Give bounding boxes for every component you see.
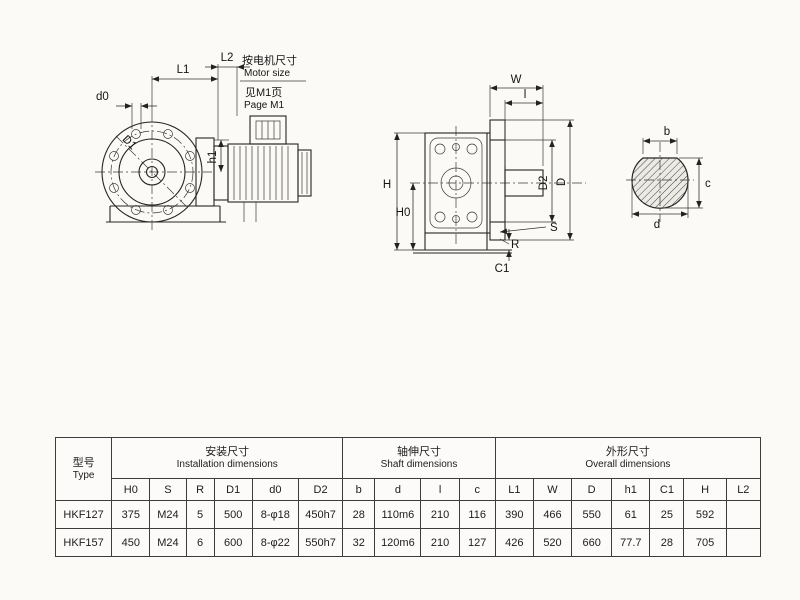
table-cell bbox=[725, 528, 762, 557]
table-cell: 127 bbox=[458, 528, 496, 557]
table-row: HKF157 450 M24 6 600 8-φ22 550h7 32 120m… bbox=[54, 528, 762, 557]
table-cell: 426 bbox=[494, 528, 534, 557]
table-cell: 28 bbox=[342, 500, 376, 529]
table-cell: 77.7 bbox=[611, 528, 651, 557]
table-cell: 116 bbox=[458, 500, 496, 529]
group-installation-en: Installation dimensions bbox=[176, 459, 278, 470]
table-cell: 8-φ18 bbox=[251, 500, 299, 529]
dim-label-h1: h1 bbox=[207, 151, 219, 164]
motor-size-note-cn: 按电机尺寸 bbox=[242, 53, 297, 67]
col-header-c: c bbox=[458, 478, 496, 501]
motor-fins bbox=[233, 146, 289, 200]
group-shaft-cn: 轴伸尺寸 bbox=[396, 446, 441, 458]
col-header-h1: h1 bbox=[611, 478, 651, 501]
table-cell: 450h7 bbox=[297, 500, 344, 529]
side-view-dimensions: d0 L1 L2 按电机尺寸 Motor size 见M1页 Page M1 h… bbox=[96, 52, 306, 172]
group-header-shaft: 轴伸尺寸 Shaft dimensions bbox=[342, 437, 496, 479]
col-header-d0: d0 bbox=[251, 478, 299, 501]
motor-size-note-en: Motor size bbox=[244, 68, 291, 79]
col-header-C1: C1 bbox=[649, 478, 685, 501]
col-header-D: D bbox=[571, 478, 613, 501]
table-cell: 28 bbox=[649, 528, 685, 557]
table-cell: 592 bbox=[683, 500, 727, 529]
dim-label-c: c bbox=[705, 178, 711, 190]
table-cell: 705 bbox=[683, 528, 727, 557]
group-installation-cn: 安装尺寸 bbox=[205, 446, 250, 458]
dim-label-W: W bbox=[511, 74, 522, 86]
table-cell: 25 bbox=[649, 500, 685, 529]
dim-label-l: l bbox=[524, 89, 527, 101]
col-header-S: S bbox=[149, 478, 187, 501]
dim-label-L2: L2 bbox=[221, 52, 234, 64]
type-cell: HKF127 bbox=[54, 500, 113, 529]
dim-label-L1: L1 bbox=[177, 64, 190, 76]
table-cell: 6 bbox=[185, 528, 215, 557]
type-cell: HKF157 bbox=[54, 528, 113, 557]
col-header-L2: L2 bbox=[725, 478, 762, 501]
table-cell bbox=[725, 500, 762, 529]
front-view-dimensions: W l H H0 D2 D S R C1 bbox=[383, 74, 574, 275]
col-header-L1: L1 bbox=[494, 478, 534, 501]
dim-label-D: D bbox=[556, 178, 568, 186]
table-cell: M24 bbox=[149, 500, 187, 529]
front-view-drawing bbox=[410, 119, 586, 254]
table-cell: 210 bbox=[420, 528, 460, 557]
dim-label-d0: d0 bbox=[96, 91, 109, 103]
table-cell: 210 bbox=[420, 500, 460, 529]
table-cell: 8-φ22 bbox=[251, 528, 299, 557]
table-cell: 375 bbox=[111, 500, 151, 529]
group-overall-en: Overall dimensions bbox=[585, 459, 671, 470]
col-header-D2: D2 bbox=[297, 478, 344, 501]
table-cell: 660 bbox=[571, 528, 613, 557]
table-cell: 61 bbox=[611, 500, 651, 529]
table-cell: 550h7 bbox=[297, 528, 344, 557]
table-cell: 120m6 bbox=[374, 528, 422, 557]
table-cell: 500 bbox=[213, 500, 253, 529]
dim-label-R: R bbox=[511, 239, 519, 251]
dim-label-D1: D1 bbox=[120, 133, 139, 152]
table-cell: 520 bbox=[532, 528, 573, 557]
col-header-b: b bbox=[342, 478, 376, 501]
dim-label-D2: D2 bbox=[538, 176, 550, 191]
group-overall-cn: 外形尺寸 bbox=[605, 446, 650, 458]
col-header-D1: D1 bbox=[213, 478, 253, 501]
page-ref-cn: 见M1页 bbox=[245, 87, 282, 99]
col-header-H: H bbox=[683, 478, 727, 501]
table-cell: 450 bbox=[111, 528, 151, 557]
page-ref-en: Page M1 bbox=[244, 100, 284, 111]
table-cell: 466 bbox=[532, 500, 573, 529]
table-cell: M24 bbox=[149, 528, 187, 557]
type-column-header: 型号 Type bbox=[54, 437, 113, 501]
type-header-en: Type bbox=[72, 470, 95, 481]
col-header-W: W bbox=[532, 478, 573, 501]
dimension-table: 型号 Type 安装尺寸 Installation dimensions 轴伸尺… bbox=[54, 437, 762, 557]
table-row: HKF127 375 M24 5 500 8-φ18 450h7 28 110m… bbox=[54, 500, 762, 529]
dim-label-C1: C1 bbox=[495, 263, 510, 275]
dim-label-d: d bbox=[654, 219, 660, 231]
shaft-section-drawing: b c d bbox=[626, 126, 711, 231]
table-cell: 600 bbox=[213, 528, 253, 557]
col-header-d: d bbox=[374, 478, 422, 501]
side-view-drawing bbox=[95, 112, 312, 230]
dim-label-H0: H0 bbox=[396, 207, 411, 219]
table-cell: 550 bbox=[571, 500, 613, 529]
col-header-H0: H0 bbox=[111, 478, 151, 501]
dim-label-S: S bbox=[550, 222, 558, 234]
table-cell: 110m6 bbox=[374, 500, 422, 529]
dim-label-H: H bbox=[383, 179, 391, 191]
technical-drawing: d0 L1 L2 按电机尺寸 Motor size 见M1页 Page M1 h… bbox=[95, 52, 711, 275]
group-header-overall: 外形尺寸 Overall dimensions bbox=[494, 437, 762, 479]
group-shaft-en: Shaft dimensions bbox=[380, 459, 458, 470]
col-header-l: l bbox=[420, 478, 460, 501]
type-header-cn: 型号 bbox=[72, 457, 95, 469]
table-cell: 5 bbox=[185, 500, 215, 529]
col-header-R: R bbox=[185, 478, 215, 501]
dim-label-b: b bbox=[664, 126, 670, 138]
table-cell: 32 bbox=[342, 528, 376, 557]
table-cell: 390 bbox=[494, 500, 534, 529]
group-header-installation: 安装尺寸 Installation dimensions bbox=[111, 437, 344, 479]
